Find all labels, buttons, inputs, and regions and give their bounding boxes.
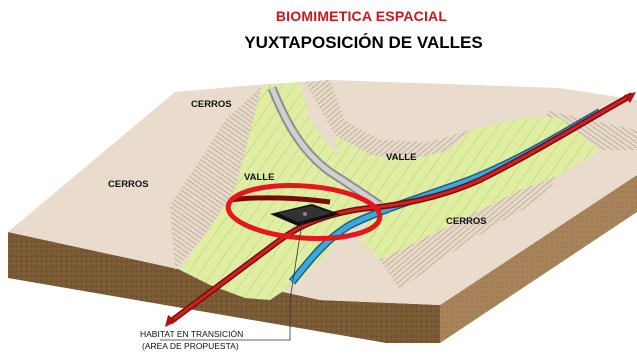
label-valley-right: VALLE: [386, 152, 416, 163]
route-arrow-end: [624, 92, 636, 103]
diagram-title: BIOMIMETICA ESPACIAL: [0, 8, 637, 24]
label-hills-top: CERROS: [191, 99, 232, 110]
valley-left-area: [180, 82, 380, 300]
diagram-subtitle: YUXTAPOSICIÓN DE VALLES: [0, 33, 637, 53]
top-hill-slope: [305, 80, 470, 160]
highlight-ellipse: [225, 183, 383, 241]
caption-leader-line: [160, 215, 304, 341]
subtitle-text: YUXTAPOSICIÓN DE VALLES: [244, 33, 483, 52]
right-hill-slope: [380, 175, 560, 290]
route-branch: [229, 195, 331, 205]
soil-side-face: [440, 175, 637, 343]
caption-line-2: (AREA DE PROPUESTA): [142, 341, 239, 351]
left-hill-slope: [170, 86, 262, 270]
label-hills-right: CERROS: [446, 216, 487, 227]
label-hills-left: CERROS: [108, 179, 149, 190]
caption-line-1: HABITAT EN TRANSICIÓN: [140, 329, 243, 339]
label-valley-left: VALLE: [244, 172, 274, 183]
title-text: BIOMIMETICA ESPACIAL: [275, 8, 448, 24]
route-arrow-start: [165, 315, 177, 327]
